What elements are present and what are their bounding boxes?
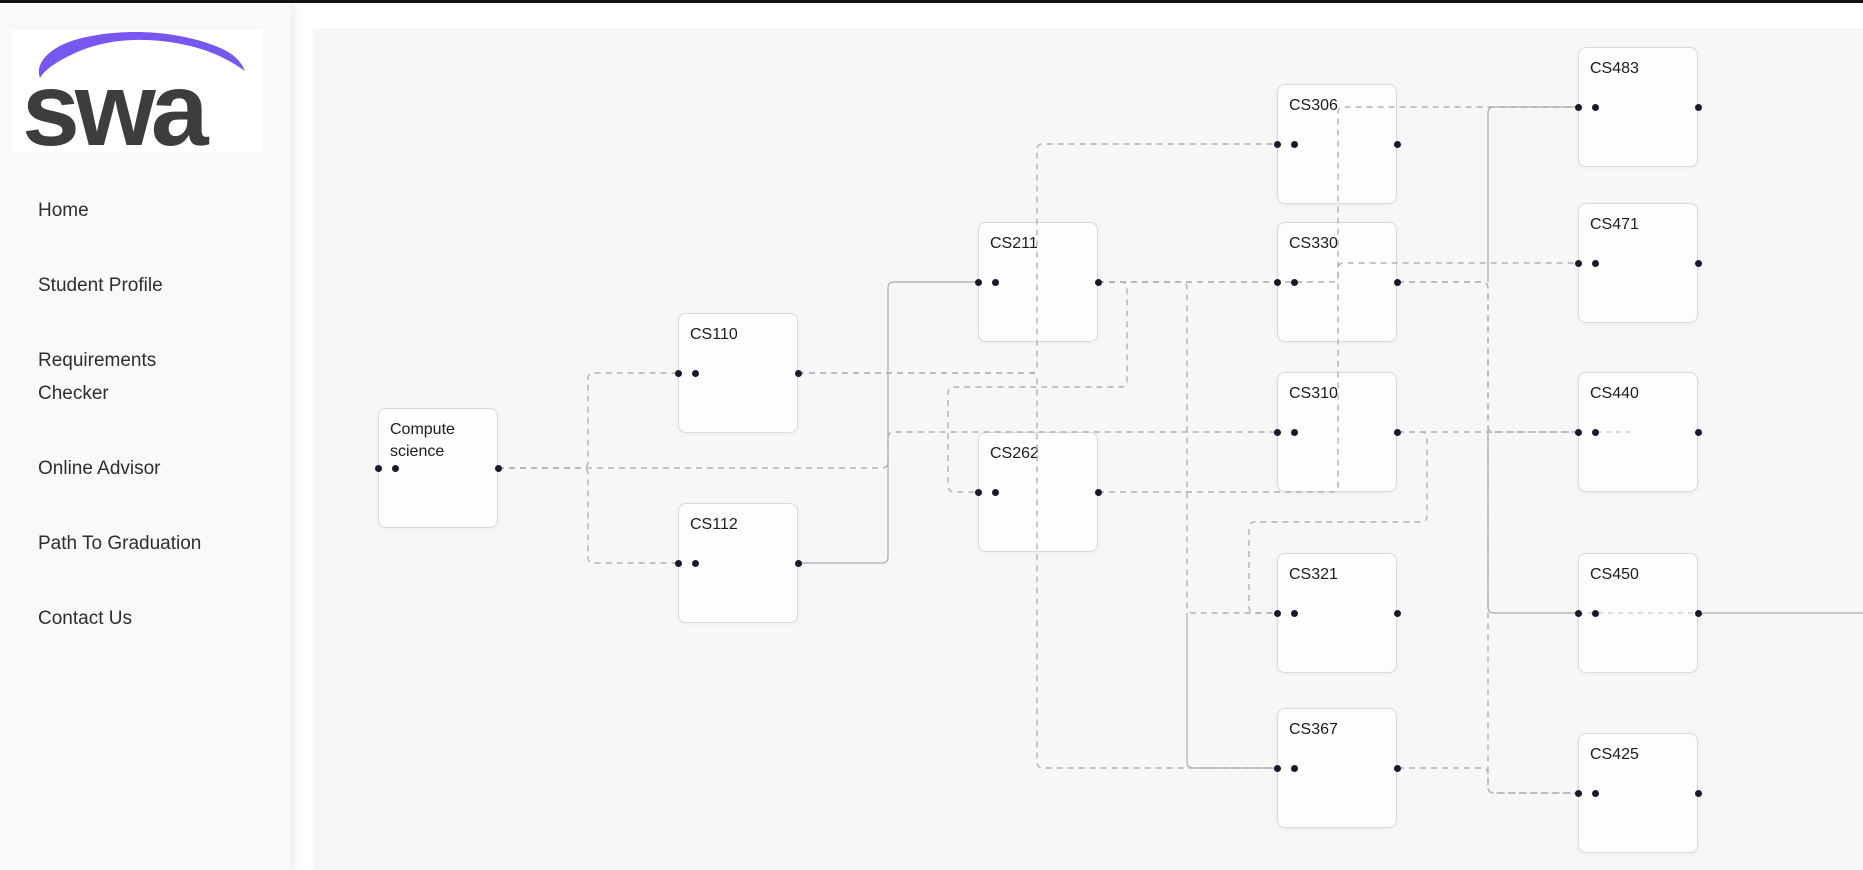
handle-source-inner-cs306[interactable] (1290, 140, 1298, 148)
node-label-cs310: CS310 (1289, 385, 1338, 402)
edge-cs310-cs321[interactable] (1248, 431, 1428, 614)
handle-source-inner-cs483[interactable] (1591, 103, 1599, 111)
handle-target-left-cs211[interactable] (974, 278, 982, 286)
edge-root-cs110[interactable] (498, 372, 678, 469)
edge-cs262-cs483[interactable] (1098, 106, 1578, 493)
logo-text: swa (22, 52, 209, 152)
handle-source-inner-cs471[interactable] (1591, 259, 1599, 267)
node-label-cs110: CS110 (690, 326, 738, 343)
handle-target-left-cs112[interactable] (674, 559, 682, 567)
handle-source-inner-cs262[interactable] (991, 488, 999, 496)
handle-source-right-cs310[interactable] (1393, 428, 1401, 436)
handle-source-right-cs211[interactable] (1094, 278, 1102, 286)
node-label-cs440: CS440 (1590, 385, 1639, 402)
handle-source-right-cs112[interactable] (794, 559, 802, 567)
edge-cs112-cs211[interactable] (798, 281, 978, 564)
handle-target-left-cs110[interactable] (674, 369, 682, 377)
handle-target-left-cs330[interactable] (1273, 278, 1281, 286)
sidebar-item-contact-us[interactable]: Contact Us (38, 608, 132, 629)
handle-target-left-cs321[interactable] (1273, 609, 1281, 617)
handle-target-left-cs306[interactable] (1273, 140, 1281, 148)
edge-cs110-cs367[interactable] (798, 372, 1277, 769)
handle-source-right-cs425[interactable] (1694, 789, 1702, 797)
node-label-cs262: CS262 (990, 445, 1039, 462)
flow-node-cs262[interactable]: CS262 (978, 432, 1098, 552)
node-label-cs211: CS211 (990, 235, 1038, 252)
handle-source-inner-cs310[interactable] (1290, 428, 1298, 436)
node-label-cs483: CS483 (1590, 60, 1639, 77)
edge-cs211-cs262[interactable] (947, 281, 1128, 493)
handle-source-right-cs483[interactable] (1694, 103, 1702, 111)
node-label-cs330: CS330 (1289, 235, 1338, 252)
node-label-cs425: CS425 (1590, 746, 1639, 763)
edge-into-cs483[interactable] (1487, 106, 1578, 282)
handle-source-inner-cs110[interactable] (691, 369, 699, 377)
node-label-cs112: CS112 (690, 516, 738, 533)
sidebar-item-online-advisor[interactable]: Online Advisor (38, 458, 161, 479)
handle-source-right-cs367[interactable] (1393, 764, 1401, 772)
logo-swoosh-icon (38, 32, 245, 78)
handle-target-left-cs483[interactable] (1574, 103, 1582, 111)
handle-source-right-cs471[interactable] (1694, 259, 1702, 267)
handle-source-right-cs440[interactable] (1694, 428, 1702, 436)
node-label-cs321: CS321 (1289, 566, 1338, 583)
handle-source-inner-cs450[interactable] (1591, 609, 1599, 617)
handle-target-left-cs425[interactable] (1574, 789, 1582, 797)
node-label-cs367: CS367 (1289, 721, 1338, 738)
node-label-cs471: CS471 (1590, 216, 1639, 233)
sidebar-item-requirements-checker[interactable]: Requirements Checker (38, 350, 157, 404)
handle-target-left-cs262[interactable] (974, 488, 982, 496)
edge-into-cs450[interactable] (1487, 432, 1578, 614)
edge-cs367-cs425[interactable] (1398, 767, 1578, 794)
handle-source-inner-root[interactable] (391, 464, 399, 472)
handle-source-right-cs262[interactable] (1094, 488, 1102, 496)
node-label-cs450: CS450 (1590, 566, 1639, 583)
handle-source-right-cs450[interactable] (1694, 609, 1702, 617)
handle-source-inner-cs211[interactable] (991, 278, 999, 286)
edge-root-cs310[interactable] (498, 431, 1277, 469)
node-label-cs306: CS306 (1289, 97, 1338, 114)
handle-target-left-root[interactable] (374, 464, 382, 472)
edge-into-cs367[interactable] (1186, 613, 1277, 769)
edge-cs211-cs321[interactable] (1098, 281, 1277, 614)
handle-target-left-cs367[interactable] (1273, 764, 1281, 772)
app-logo: swa (12, 30, 263, 152)
handle-source-right-cs321[interactable] (1393, 609, 1401, 617)
sidebar-item-student-profile[interactable]: Student Profile (38, 275, 163, 296)
handle-source-inner-cs425[interactable] (1591, 789, 1599, 797)
handle-source-inner-cs330[interactable] (1290, 278, 1298, 286)
handle-source-right-cs330[interactable] (1393, 278, 1401, 286)
handle-source-inner-cs440[interactable] (1591, 428, 1599, 436)
handle-source-inner-cs321[interactable] (1290, 609, 1298, 617)
handle-source-right-cs306[interactable] (1393, 140, 1401, 148)
handle-source-right-root[interactable] (494, 464, 502, 472)
handle-source-right-cs110[interactable] (794, 369, 802, 377)
handle-target-left-cs471[interactable] (1574, 259, 1582, 267)
node-label-root: Compute science (390, 421, 455, 460)
handle-source-inner-cs112[interactable] (691, 559, 699, 567)
handle-source-inner-cs367[interactable] (1290, 764, 1298, 772)
sidebar-item-path-to-graduation[interactable]: Path To Graduation (38, 533, 202, 554)
edge-root-cs112[interactable] (498, 467, 678, 564)
handle-target-left-cs310[interactable] (1273, 428, 1281, 436)
sidebar-item-home[interactable]: Home (38, 200, 89, 221)
handle-target-left-cs450[interactable] (1574, 609, 1582, 617)
handle-target-left-cs440[interactable] (1574, 428, 1582, 436)
top-strip (0, 0, 1863, 3)
